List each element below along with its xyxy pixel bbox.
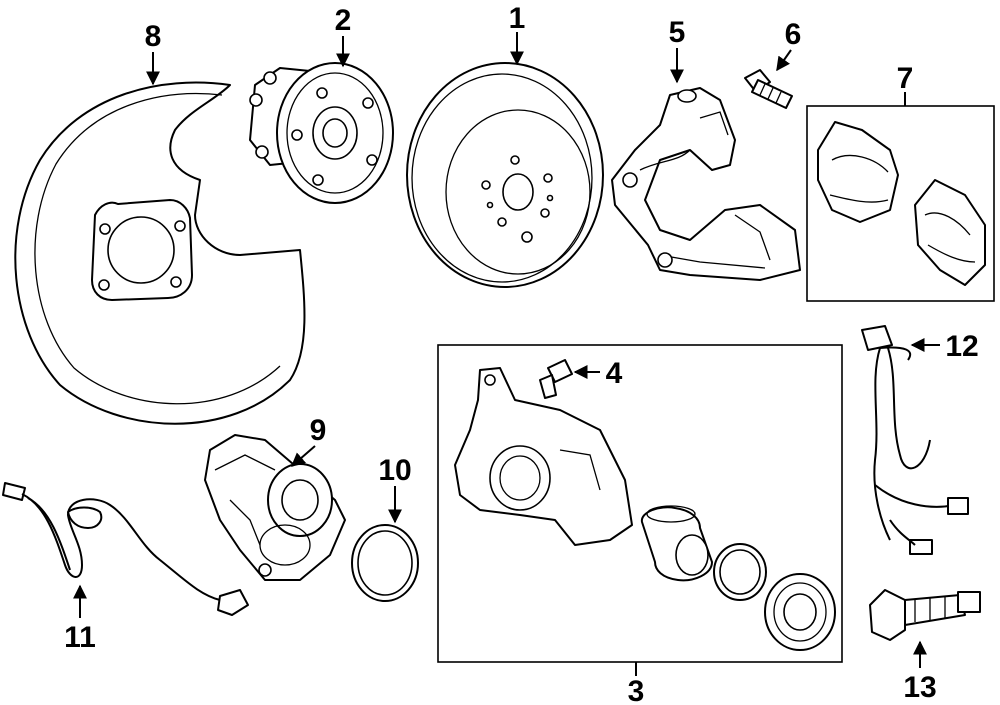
part-3-caliper-assembly [437,344,843,663]
leader-9 [290,445,316,467]
callout-8: 8 [145,20,162,53]
callout-9: 9 [310,414,327,447]
callout-1: 1 [509,2,526,35]
leader-6 [776,49,792,72]
part-5-caliper-bracket [611,87,801,281]
part-10-o-ring [351,524,419,602]
part-9-parking-brake-motor [204,434,346,581]
part-11-brake-hose [2,482,249,616]
callout-5: 5 [669,16,686,49]
callout-6: 6 [785,18,802,51]
callout-4: 4 [606,357,623,390]
callout-7: 7 [897,62,914,95]
part-8-dust-shield [14,81,306,425]
part-13-speed-sensor [869,589,981,641]
part-1-brake-rotor [406,62,604,288]
part-12-sensor-harness [861,325,969,555]
part-2-hub-bearing [249,62,394,204]
callout-3: 3 [628,675,645,705]
callout-12: 12 [945,330,978,363]
part-6-bolt [744,69,793,109]
callout-leaders [73,32,940,676]
callout-11: 11 [64,621,96,654]
callout-2: 2 [335,4,352,37]
callout-10: 10 [378,454,411,487]
callout-labels: 8 2 1 5 6 7 4 3 9 10 11 12 13 [64,2,979,705]
callout-13: 13 [903,671,936,704]
part-7-brake-pads [806,105,995,302]
